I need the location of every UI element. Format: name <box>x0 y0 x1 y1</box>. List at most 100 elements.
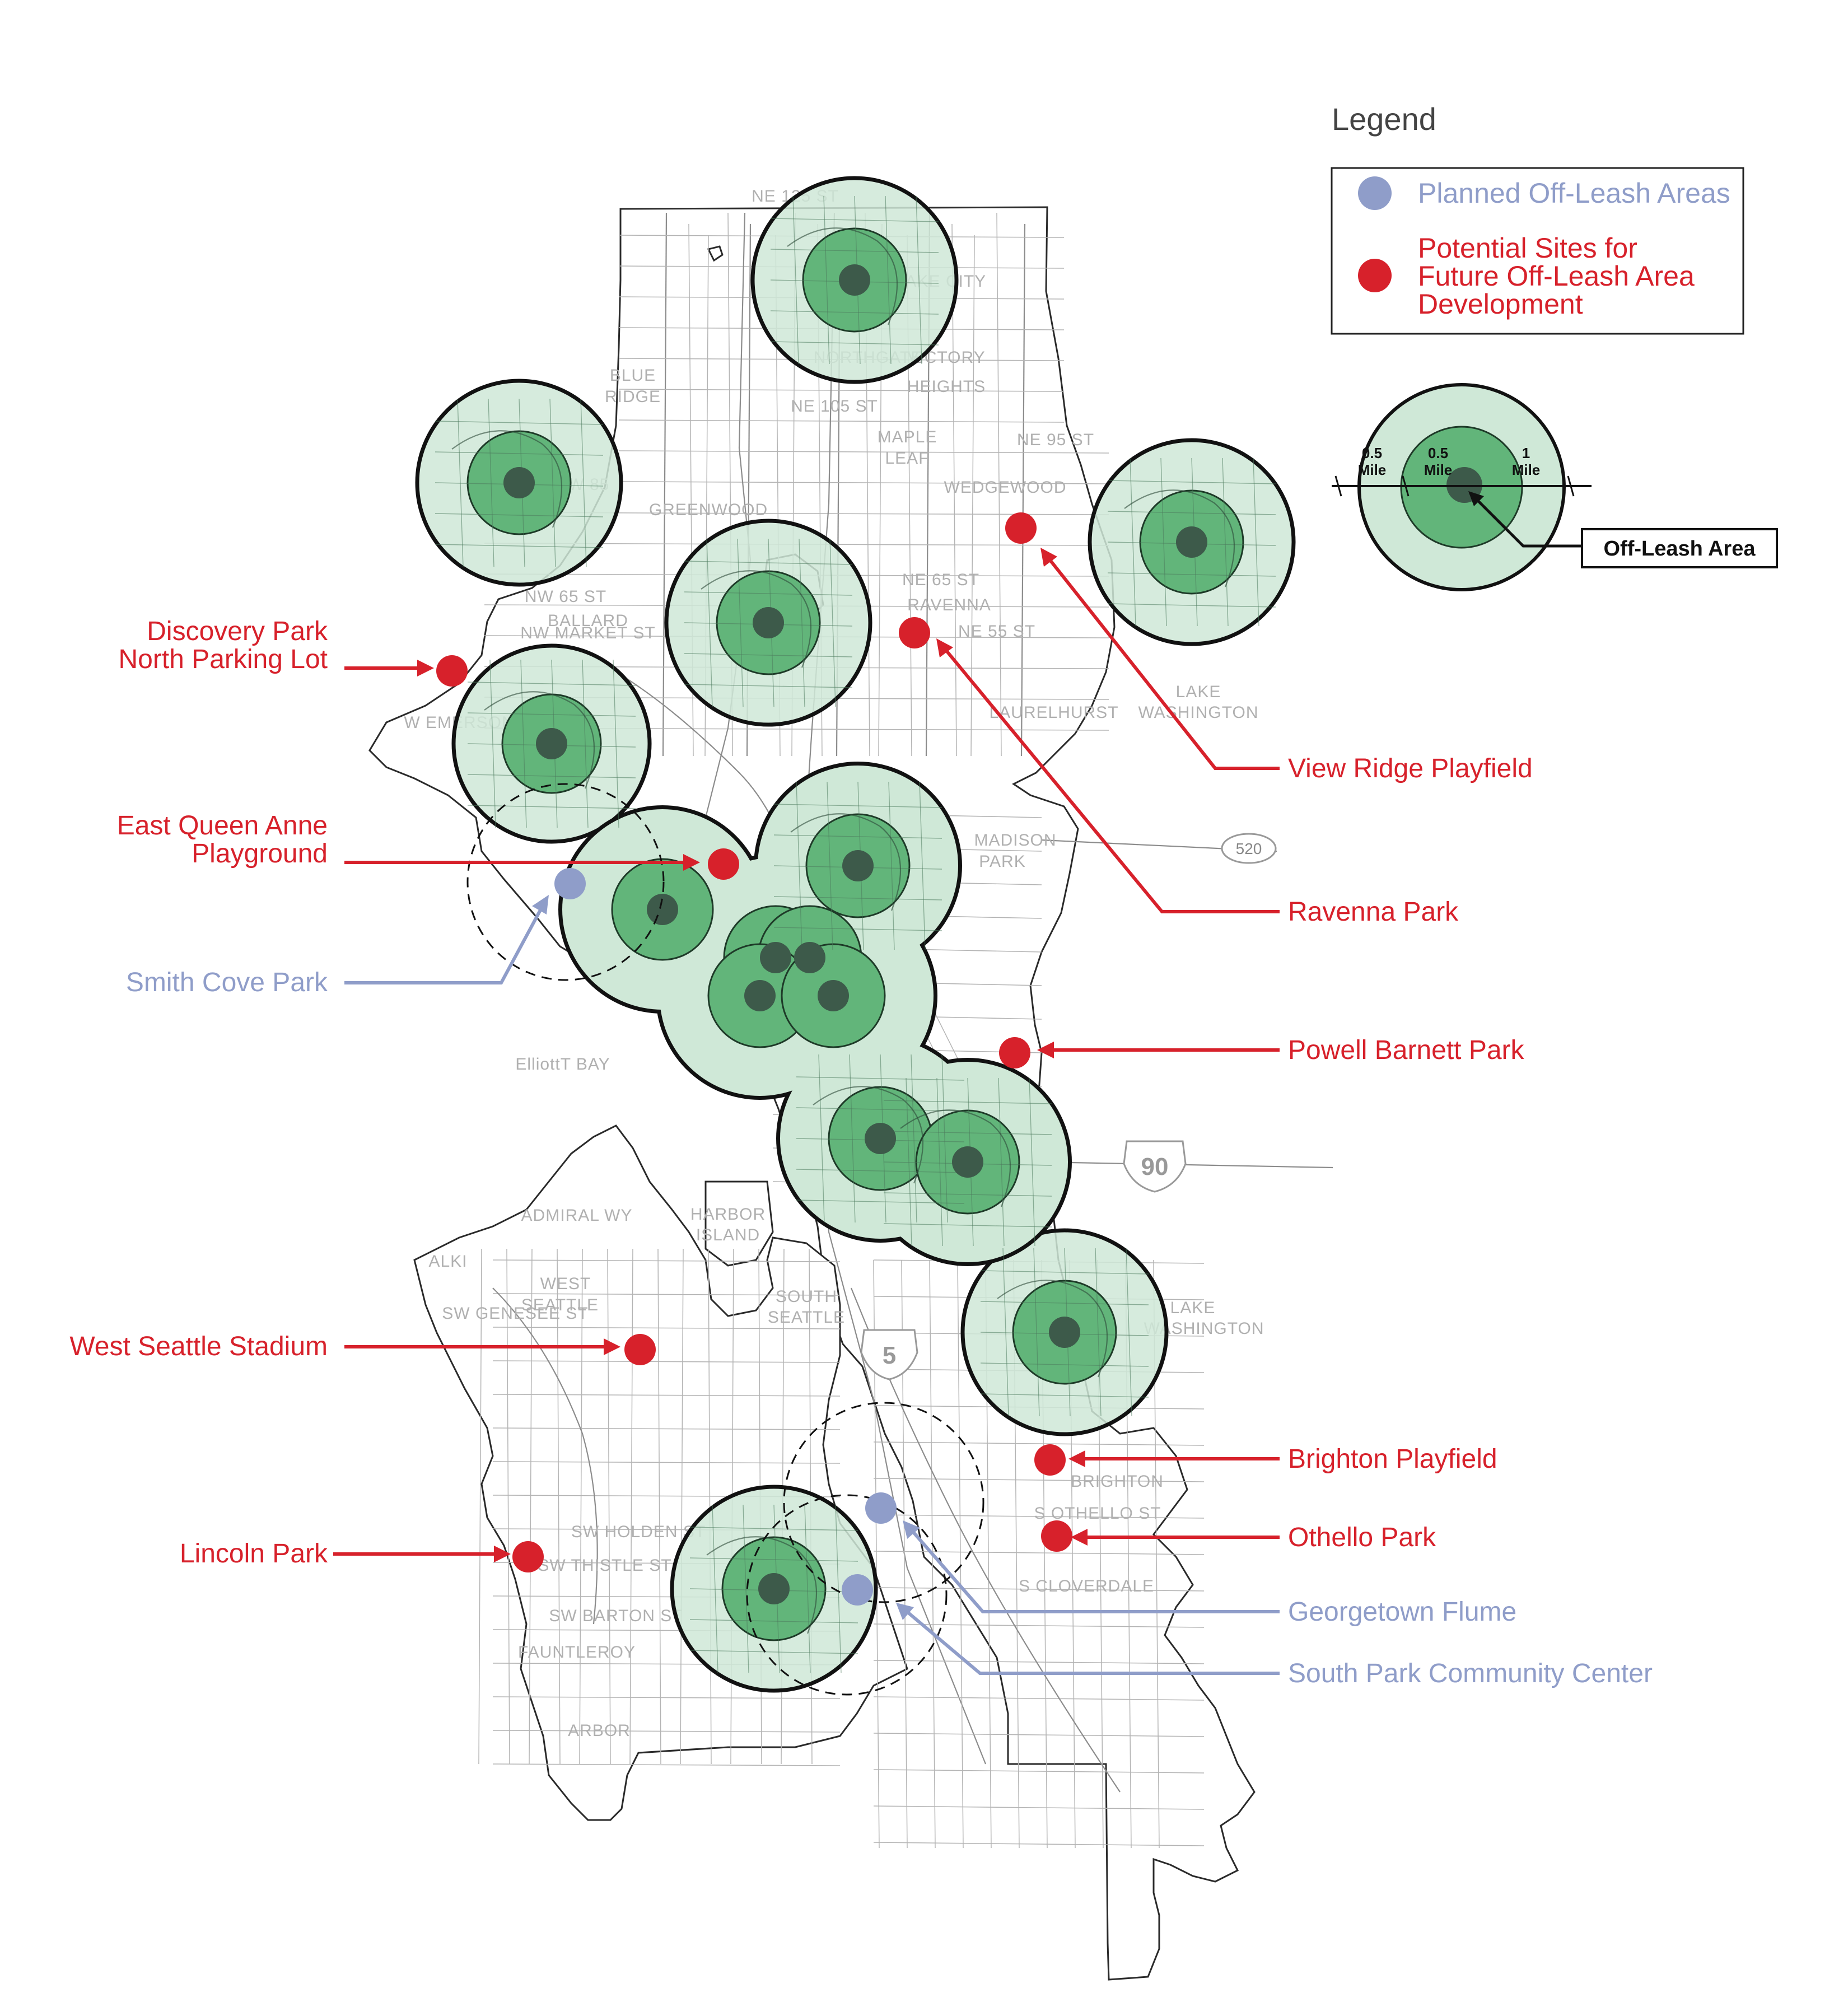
neighborhood-label: LAKE <box>1176 683 1221 701</box>
callout-label: South Park Community Center <box>1288 1659 1653 1688</box>
south-park-leader <box>896 1603 1280 1675</box>
callout-line: Ravenna Park <box>1288 897 1459 927</box>
off-leash-center <box>647 894 678 925</box>
neighborhood-label: FAUNTLEROY <box>518 1643 636 1662</box>
callout-label: Othello Park <box>1288 1523 1436 1552</box>
othello-marker[interactable] <box>1041 1520 1072 1552</box>
callout-label: Lincoln Park <box>180 1539 328 1569</box>
neighborhood-label: SOUTH <box>776 1287 837 1306</box>
street-label: NE 65 ST <box>902 571 979 589</box>
legend-box <box>1331 167 1744 335</box>
neighborhood-label: LAKE <box>1170 1299 1216 1317</box>
off-leash-center <box>758 1573 790 1604</box>
off-leash-center <box>1049 1317 1080 1348</box>
neighborhood-label: ARBOR <box>568 1721 631 1740</box>
lincoln-park-marker[interactable] <box>512 1541 544 1572</box>
neighborhood-label: WEDGEWOOD <box>944 478 1067 497</box>
callout-leaders <box>333 548 1280 1675</box>
legend-potential-line: Future Off-Leash Area <box>1418 260 1695 292</box>
ravenna-park-leader <box>936 638 1280 913</box>
scale-label: 0.5 <box>1362 445 1382 461</box>
view-ridge-marker[interactable] <box>1005 512 1037 544</box>
small-pond <box>707 245 724 262</box>
scale-label: 0.5 <box>1428 445 1448 461</box>
view-ridge-leader <box>1040 548 1280 770</box>
sr520-shield-label: 520 <box>1236 840 1262 857</box>
off-leash-center <box>839 264 870 296</box>
neighborhood-label: LEAF <box>885 449 929 468</box>
potential-site-markers <box>436 512 1072 1572</box>
brighton-marker[interactable] <box>1034 1444 1066 1476</box>
street-label: S OTHELLO ST <box>1034 1504 1161 1523</box>
legend-potential-line: Development <box>1418 288 1583 320</box>
callout-line: Othello Park <box>1288 1523 1436 1552</box>
callout-label: West Seattle Stadium <box>69 1332 328 1361</box>
callout-line: Powell Barnett Park <box>1288 1035 1525 1065</box>
off-leash-area-key-box <box>1581 528 1778 568</box>
planned-site-markers <box>554 868 897 1606</box>
callout-line: Lincoln Park <box>180 1539 328 1569</box>
powell-barnett-marker[interactable] <box>999 1037 1030 1068</box>
neighborhood-label: HARBOR <box>690 1205 766 1224</box>
off-leash-center <box>536 728 567 759</box>
street-label: SW THISTLE ST <box>538 1556 671 1575</box>
neighborhood-label: ISLAND <box>696 1226 760 1244</box>
west-seattle-stadium-leader <box>344 1338 620 1355</box>
neighborhood-label: LAURELHURST <box>989 703 1118 722</box>
east-queen-anne-leader <box>344 854 700 871</box>
callout-label: View Ridge Playfield <box>1288 754 1533 783</box>
scale-label: Mile <box>1424 461 1453 478</box>
callout-line: East Queen Anne <box>117 811 328 841</box>
callout-line: West Seattle Stadium <box>69 1332 328 1361</box>
south-park-marker[interactable] <box>842 1574 873 1606</box>
highway-shields: 520 90 5 <box>860 833 1277 1380</box>
callout-label: Georgetown Flume <box>1288 1597 1516 1627</box>
off-leash-center <box>503 467 535 498</box>
smith-cove-buffer <box>466 783 665 981</box>
neighborhood-label: MADISON <box>974 831 1056 850</box>
othello-leader <box>1071 1529 1280 1546</box>
legend-potential-swatch <box>1358 259 1392 292</box>
georgetown-buffer <box>783 1402 984 1603</box>
off-leash-center <box>1176 526 1207 558</box>
neighborhood-label: MAPLE <box>878 428 937 446</box>
street-label: SW GENESEE ST <box>442 1304 588 1323</box>
georgetown-flume-marker[interactable] <box>865 1492 897 1524</box>
neighborhood-label: BALLARD <box>548 612 628 630</box>
street-label: ADMIRAL WY <box>521 1206 633 1225</box>
off-leash-center <box>865 1123 896 1154</box>
ravenna-park-marker[interactable] <box>899 617 930 648</box>
callout-label: Powell Barnett Park <box>1288 1035 1525 1065</box>
west-seattle-stadium-marker[interactable] <box>624 1334 656 1365</box>
callout-line: Georgetown Flume <box>1288 1597 1516 1627</box>
off-leash-center <box>842 850 874 881</box>
street-label: NE 55 ST <box>958 622 1035 641</box>
neighborhood-label: RAVENNA <box>907 596 991 614</box>
lincoln-park-leader <box>333 1546 511 1562</box>
off-leash-center <box>818 980 849 1011</box>
i90-shield-label: 90 <box>1141 1153 1169 1180</box>
discovery-park-leader <box>344 660 434 676</box>
i90-shield: 90 <box>1123 1140 1187 1193</box>
neighborhood-label: GREENWOOD <box>649 501 768 519</box>
discovery-park-marker[interactable] <box>436 655 468 687</box>
neighborhood-label: SEATTLE <box>768 1308 845 1327</box>
east-queen-anne-marker[interactable] <box>708 848 739 880</box>
neighborhood-label: RIDGE <box>605 388 661 406</box>
street-label: NW 65 ST <box>525 587 606 606</box>
scale-label: 1 <box>1522 445 1530 461</box>
smith-cove-marker[interactable] <box>554 868 586 899</box>
south-park-buffer <box>746 1494 948 1696</box>
legend-planned-swatch <box>1358 176 1392 210</box>
callout-line: Brighton Playfield <box>1288 1444 1497 1474</box>
street-label: SW BARTON ST <box>549 1607 683 1625</box>
callout-label: Smith Cove Park <box>126 968 328 997</box>
neighborhood-label: WEST <box>540 1275 591 1293</box>
planned-area-buffers <box>466 783 984 1696</box>
off-leash-center <box>744 980 776 1011</box>
callout-label: Brighton Playfield <box>1288 1444 1497 1474</box>
legend-scale-key: 0.5 Mile 0.5 Mile 1 Mile Off-Leash Area <box>1332 383 1778 591</box>
